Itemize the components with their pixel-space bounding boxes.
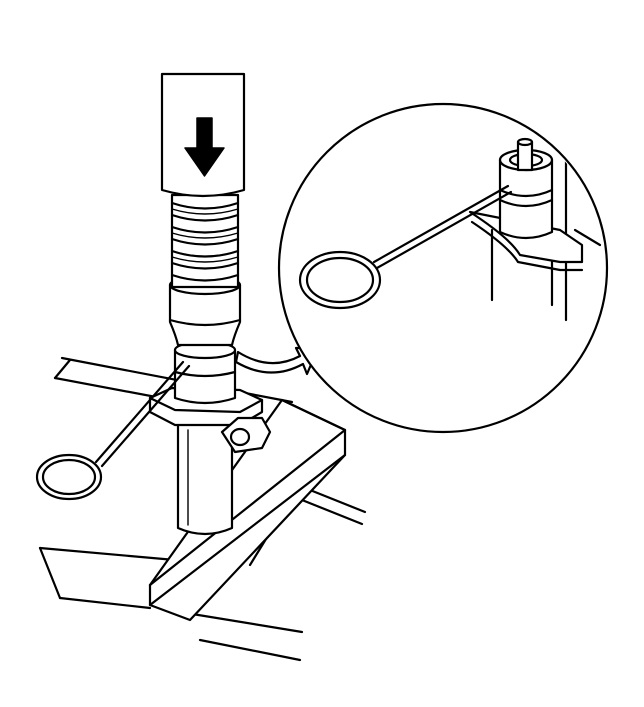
arrow-down-icon — [184, 117, 225, 177]
detail-view — [277, 102, 609, 434]
retainer-tool — [35, 360, 191, 501]
strut-tube — [176, 416, 234, 536]
work-bench — [38, 356, 367, 662]
coil-spring — [170, 193, 240, 289]
bracket-bolt-hole — [229, 427, 251, 447]
